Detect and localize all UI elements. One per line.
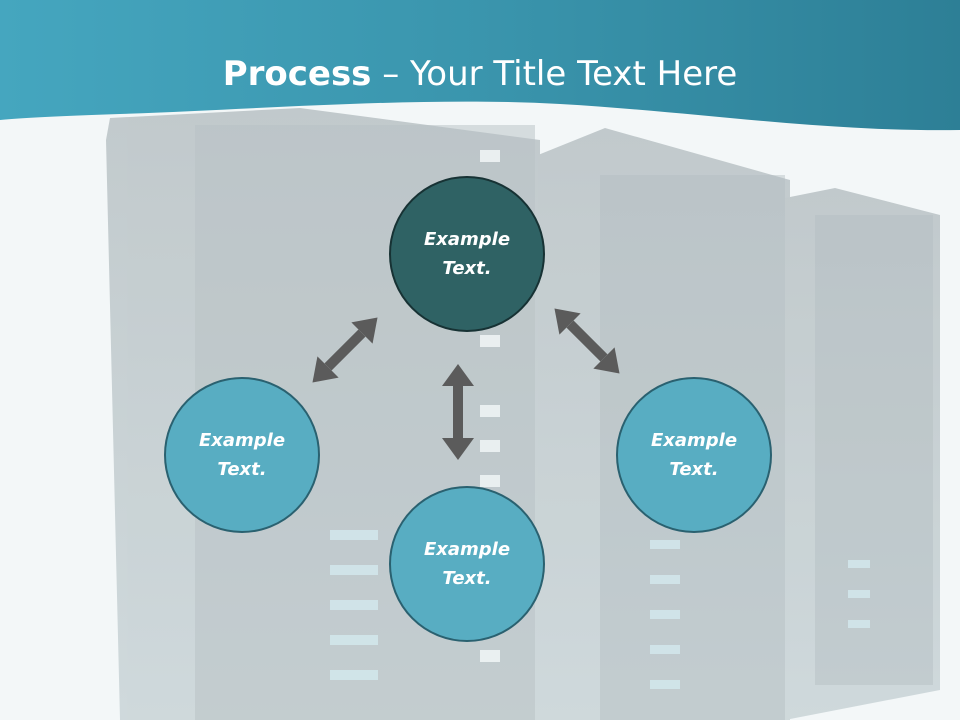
title-rest: – Your Title Text Here (371, 54, 738, 94)
bottom-node: Example Text. (389, 486, 545, 642)
page-title: Process – Your Title Text Here (0, 52, 960, 96)
center-node-line1: Example (423, 229, 511, 250)
bottom-node-line1: Example (423, 539, 511, 560)
center-node-line2: Text. (442, 258, 492, 279)
right-node: Example Text. (616, 377, 772, 533)
left-node: Example Text. (164, 377, 320, 533)
center-node: Example Text. (389, 176, 545, 332)
header-band (0, 0, 960, 131)
double-arrow-icon (312, 317, 378, 383)
bottom-node-line2: Text. (442, 568, 492, 589)
right-node-line2: Text. (669, 459, 719, 480)
double-arrow-icon (554, 308, 620, 374)
double-arrow-icon (442, 364, 474, 460)
left-node-line2: Text. (217, 459, 267, 480)
right-node-line1: Example (650, 430, 738, 451)
left-node-line1: Example (198, 430, 286, 451)
title-bold: Process (222, 54, 372, 94)
